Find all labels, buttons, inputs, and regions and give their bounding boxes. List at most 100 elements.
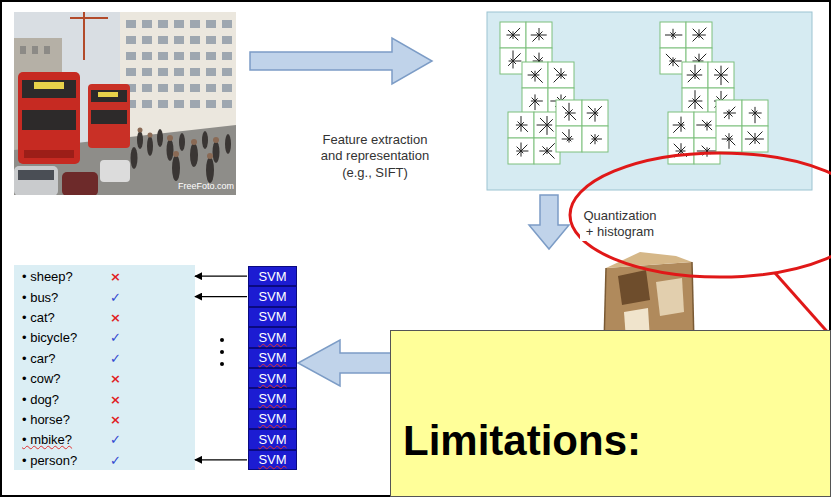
descriptor-cell	[582, 100, 608, 126]
gradient-ray	[695, 75, 700, 80]
descriptor-cell	[742, 126, 768, 152]
descriptor-cell	[526, 22, 552, 48]
svm-label: SVM	[258, 372, 286, 385]
gradient-ray	[666, 54, 673, 61]
art-shape	[222, 68, 232, 76]
gradient-ray	[539, 57, 543, 61]
class-question: • sheep?×	[18, 266, 194, 286]
svm-classifier: SVM	[248, 409, 297, 429]
gradient-ray	[587, 113, 595, 114]
result-mark: ✓	[110, 331, 121, 344]
gradient-ray	[755, 113, 756, 123]
art-shape	[138, 128, 220, 160]
gradient-ray	[690, 70, 695, 75]
art-shape	[70, 17, 108, 19]
svm-label: SVM	[258, 331, 286, 344]
art-shape	[62, 172, 98, 195]
gradient-ray	[542, 146, 547, 151]
gradient-ray	[695, 65, 696, 75]
gradient-ray	[535, 98, 538, 101]
result-mark: ×	[110, 392, 121, 405]
art-shape	[173, 151, 179, 157]
gradient-ray	[681, 122, 684, 125]
class-question: • dog?×	[18, 388, 194, 408]
art-shape	[137, 131, 143, 149]
gradient-ray	[729, 139, 730, 149]
gradient-ray	[521, 122, 524, 125]
art-shape	[206, 157, 214, 183]
art-shape	[222, 20, 232, 28]
gradient-ray	[729, 113, 733, 117]
gradient-ray	[589, 113, 595, 119]
gradient-ray	[528, 75, 535, 76]
svm-label: SVM	[258, 433, 286, 446]
gradient-ray	[516, 125, 521, 130]
gradient-ray	[590, 139, 595, 144]
gradient-ray	[588, 106, 595, 113]
question-text: • mbike?	[22, 433, 72, 446]
gradient-ray	[688, 75, 695, 82]
art-shape	[220, 338, 224, 342]
art-shape	[34, 82, 64, 89]
gradient-ray	[717, 75, 721, 79]
gradient-ray	[539, 53, 540, 61]
gradient-ray	[722, 139, 729, 140]
gradient-ray	[755, 113, 760, 118]
art-shape	[18, 72, 80, 164]
gradient-ray	[695, 101, 702, 102]
art-shape	[120, 12, 236, 137]
art-shape	[190, 100, 200, 108]
art-shape	[206, 68, 216, 76]
gradient-ray	[695, 96, 700, 101]
gradient-ray	[534, 56, 539, 61]
question-text: • person?	[22, 453, 77, 466]
gradient-ray	[673, 58, 676, 61]
descriptor-cell	[668, 138, 694, 164]
art-shape	[142, 52, 152, 60]
svm-label: SVM	[258, 310, 286, 323]
gradient-ray	[532, 35, 539, 42]
gradient-ray	[752, 110, 755, 113]
art-shape	[174, 52, 184, 60]
art-shape	[225, 134, 231, 154]
art-shape	[126, 52, 136, 60]
gradient-ray	[695, 75, 702, 76]
art-shape	[158, 36, 168, 44]
art-shape	[179, 133, 185, 151]
gradient-ray	[569, 136, 572, 139]
gradient-ray	[569, 109, 573, 113]
art-shape	[158, 20, 168, 28]
gradient-ray	[591, 135, 595, 139]
descriptor-cell	[508, 112, 534, 138]
result-mark: ✓	[110, 351, 121, 364]
art-shape	[131, 129, 232, 183]
class-question: • car?✓	[18, 348, 194, 368]
art-shape	[190, 20, 200, 28]
gradient-ray	[721, 75, 729, 83]
gradient-ray	[729, 136, 732, 139]
gradient-ray	[695, 101, 703, 109]
descriptor-cell	[668, 112, 694, 138]
gradient-ray	[518, 122, 521, 125]
gradient-ray	[699, 54, 706, 61]
gradient-ray	[539, 125, 547, 133]
gradient-ray	[539, 35, 543, 39]
art-shape	[220, 362, 224, 366]
art-shape	[158, 84, 168, 92]
art-shape	[618, 270, 650, 305]
gradient-ray	[554, 68, 561, 75]
result-arrow	[195, 296, 247, 297]
gradient-ray	[699, 35, 703, 39]
art-shape	[142, 36, 152, 44]
gradient-ray	[721, 66, 722, 75]
svm-label: SVM	[258, 290, 286, 303]
art-shape	[174, 100, 184, 108]
result-mark: ×	[110, 310, 121, 323]
gradient-ray	[539, 35, 547, 36]
art-shape	[24, 150, 74, 158]
gradient-ray	[688, 101, 695, 108]
art-shape	[656, 278, 684, 316]
art-shape	[202, 131, 208, 149]
art-shape	[207, 153, 213, 159]
descriptor-panel	[487, 12, 812, 190]
